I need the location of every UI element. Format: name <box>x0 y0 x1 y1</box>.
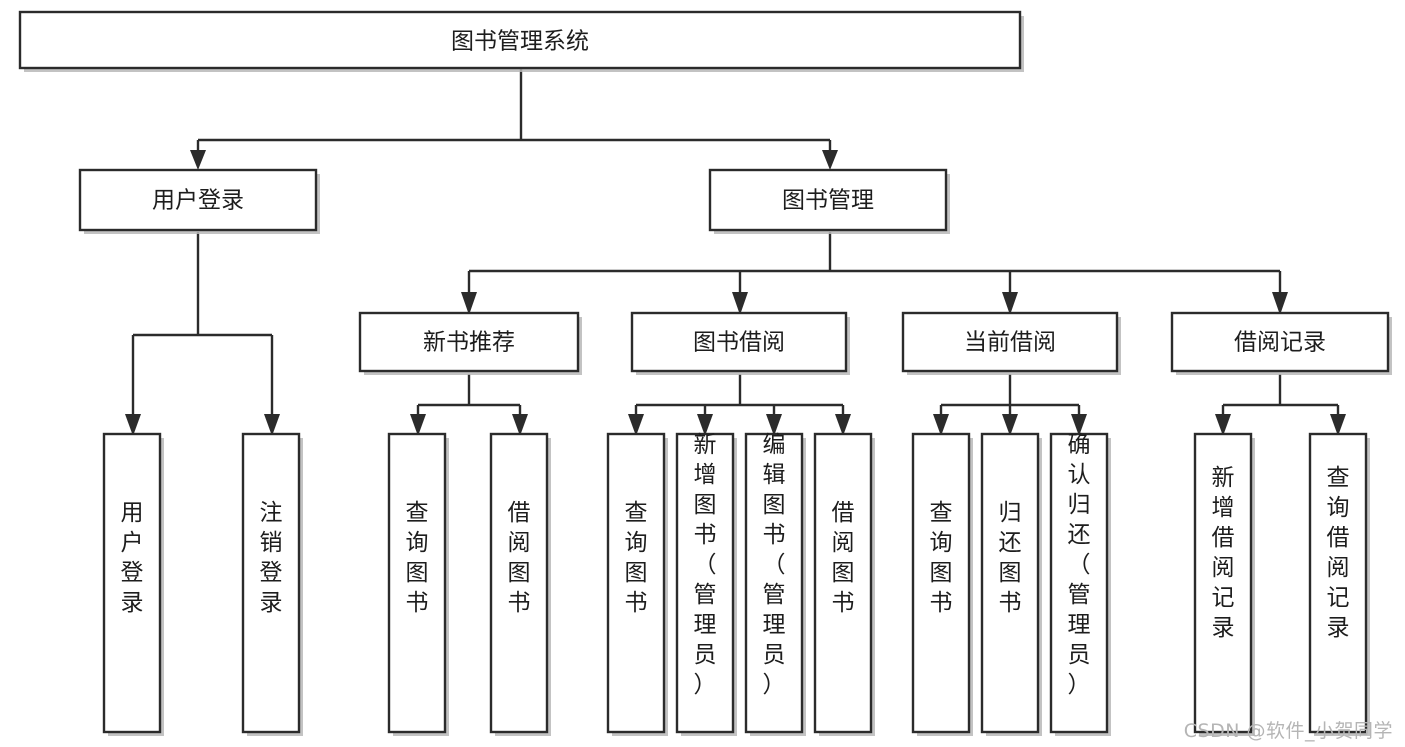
leaf-box <box>1308 432 1368 734</box>
arrow-currentborrow-leaf-0 <box>933 414 949 436</box>
arrow-bookborrow-leaf-1 <box>697 414 713 436</box>
node-current-borrow[interactable]: 当前借阅 <box>901 311 1121 375</box>
arrow-root-to-userlogin <box>190 150 206 170</box>
leaf-node[interactable]: 用户登录 <box>102 432 164 736</box>
leaf-node[interactable]: 新增图书（管理员） <box>675 432 737 736</box>
leaf-label: 新增图书（管理员） <box>694 432 717 698</box>
leaf-label: 归还图书 <box>999 500 1022 616</box>
leaf-box <box>1049 432 1109 734</box>
node-book-manage-label: 图书管理 <box>782 188 874 214</box>
node-current-borrow-box <box>901 311 1119 373</box>
leaf-box <box>241 432 301 734</box>
node-root[interactable]: 图书管理系统 <box>18 10 1024 72</box>
arrow-userlogin-leaf-1 <box>264 414 280 436</box>
leaf-node[interactable]: 编辑图书（管理员） <box>744 432 806 736</box>
leaf-box <box>675 432 735 734</box>
leaf-label: 编辑图书（管理员） <box>763 432 786 698</box>
leaf-node[interactable]: 确认归还（管理员） <box>1049 432 1111 736</box>
leaf-node[interactable]: 借阅图书 <box>489 432 551 736</box>
leaf-label: 查询借阅记录 <box>1327 465 1350 641</box>
node-root-box <box>18 10 1022 70</box>
node-borrow-record[interactable]: 借阅记录 <box>1170 311 1392 375</box>
node-new-book-rec[interactable]: 新书推荐 <box>358 311 582 375</box>
leaf-box <box>911 432 971 734</box>
leaf-box <box>813 432 873 734</box>
leaf-node[interactable]: 注销登录 <box>241 432 303 736</box>
arrow-bookmanage-child-0 <box>461 292 477 315</box>
node-book-borrow[interactable]: 图书借阅 <box>630 311 850 375</box>
watermark-text: CSDN @软件_小贺同学 <box>1183 720 1393 742</box>
leaf-box <box>744 432 804 734</box>
leaf-label: 借阅图书 <box>508 500 531 616</box>
leaf-box <box>1193 432 1253 734</box>
leaf-node[interactable]: 查询图书 <box>387 432 449 736</box>
leaf-box <box>606 432 666 734</box>
leaf-layer: 用户登录 注销登录 查询图书 借阅图书 查询图书 <box>102 432 1370 736</box>
arrow-bookmanage-child-2 <box>1002 292 1018 315</box>
leaf-label: 用户登录 <box>121 500 144 616</box>
node-book-borrow-box <box>630 311 848 373</box>
node-book-borrow-label: 图书借阅 <box>693 330 785 356</box>
node-user-login-box <box>78 168 318 232</box>
leaf-node[interactable]: 归还图书 <box>980 432 1042 736</box>
node-borrow-record-box <box>1170 311 1390 373</box>
arrow-newbook-leaf-0 <box>410 414 426 436</box>
leaf-node[interactable]: 借阅图书 <box>813 432 875 736</box>
arrow-root-to-bookmanage <box>822 150 838 170</box>
leaf-label: 查询图书 <box>930 500 953 616</box>
leaf-label: 注销登录 <box>260 500 283 616</box>
arrow-bookborrow-leaf-2 <box>766 414 782 436</box>
node-new-book-rec-box <box>358 311 580 373</box>
connector-layer <box>125 68 1346 436</box>
arrow-borrowrecord-leaf-0 <box>1215 414 1231 436</box>
arrow-bookmanage-child-3 <box>1272 292 1288 315</box>
node-user-login[interactable]: 用户登录 <box>78 168 320 234</box>
arrow-bookmanage-child-1 <box>732 292 748 315</box>
node-user-login-label: 用户登录 <box>152 188 244 214</box>
leaf-box <box>489 432 549 734</box>
arrow-newbook-leaf-1 <box>512 414 528 436</box>
leaf-box <box>102 432 162 734</box>
leaf-label: 确认归还（管理员） <box>1068 432 1091 698</box>
node-book-manage[interactable]: 图书管理 <box>708 168 950 234</box>
leaf-node[interactable]: 查询图书 <box>606 432 668 736</box>
arrow-bookborrow-leaf-3 <box>835 414 851 436</box>
leaf-box <box>387 432 447 734</box>
node-book-manage-box <box>708 168 948 232</box>
leaf-node[interactable]: 查询借阅记录 <box>1308 432 1370 736</box>
leaf-box <box>980 432 1040 734</box>
leaf-label: 查询图书 <box>406 500 429 616</box>
leaf-label: 借阅图书 <box>832 500 855 616</box>
leaf-label: 查询图书 <box>625 500 648 616</box>
arrow-bookborrow-leaf-0 <box>628 414 644 436</box>
node-current-borrow-label: 当前借阅 <box>964 330 1056 356</box>
node-borrow-record-label: 借阅记录 <box>1234 330 1326 356</box>
node-root-label: 图书管理系统 <box>451 29 589 55</box>
node-new-book-rec-label: 新书推荐 <box>423 330 515 356</box>
leaf-label: 新增借阅记录 <box>1212 465 1235 641</box>
arrow-currentborrow-leaf-2 <box>1071 414 1087 436</box>
leaf-node[interactable]: 查询图书 <box>911 432 973 736</box>
arrow-currentborrow-leaf-1 <box>1002 414 1018 436</box>
leaf-node[interactable]: 新增借阅记录 <box>1193 432 1255 736</box>
arrow-borrowrecord-leaf-1 <box>1330 414 1346 436</box>
arrow-userlogin-leaf-0 <box>125 414 141 436</box>
